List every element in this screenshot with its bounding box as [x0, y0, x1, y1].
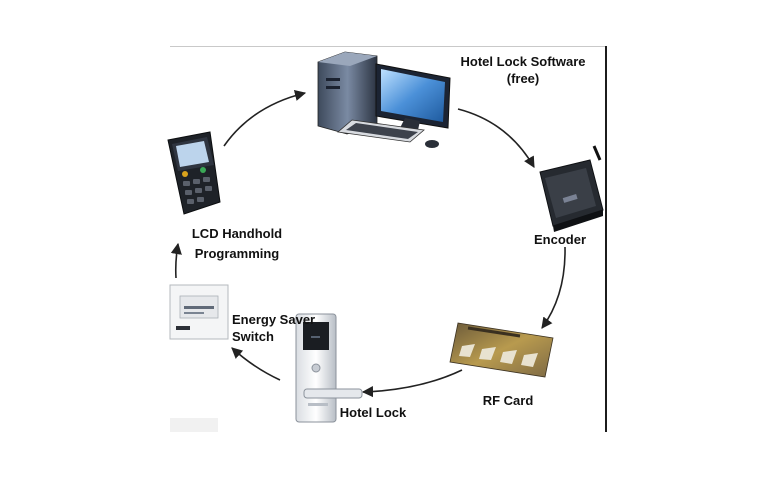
handheld-line1: LCD Handhold	[191, 226, 283, 241]
energy-saver-line1: Energy Saver	[232, 312, 316, 327]
energy-saver-label: Energy Saver Switch	[232, 311, 315, 345]
handheld-line2: Programming	[194, 246, 280, 261]
frame-top-border	[170, 46, 606, 47]
software-note: (free)	[506, 71, 540, 86]
arrow-software-to-encoder	[457, 108, 535, 168]
hotel-lock-label: Hotel Lock	[339, 405, 407, 420]
hotel-lock-icon	[295, 313, 363, 423]
frame-right-border	[605, 46, 607, 432]
software-label: Hotel Lock Software (free)	[448, 53, 598, 87]
arrow-encoder-to-card	[541, 246, 566, 329]
frame-corner-tab	[170, 418, 218, 432]
arrow-card-to-lock	[361, 369, 463, 398]
arrow-handheld-to-software	[223, 89, 307, 147]
computer-icon	[317, 51, 451, 148]
arrow-lock-to-switch	[231, 347, 281, 381]
energy-switch-icon	[169, 284, 229, 340]
handheld-label: LCD Handhold Programming	[172, 224, 302, 264]
rf-card-icon	[449, 322, 554, 378]
energy-saver-line2: Switch	[232, 329, 274, 344]
software-title: Hotel Lock Software	[460, 54, 586, 69]
encoder-icon	[539, 145, 604, 232]
rf-card-label: RF Card	[482, 393, 534, 408]
handheld-programmer-icon	[167, 131, 221, 215]
encoder-label: Encoder	[533, 232, 586, 247]
arrow-switch-to-handheld	[170, 242, 182, 279]
